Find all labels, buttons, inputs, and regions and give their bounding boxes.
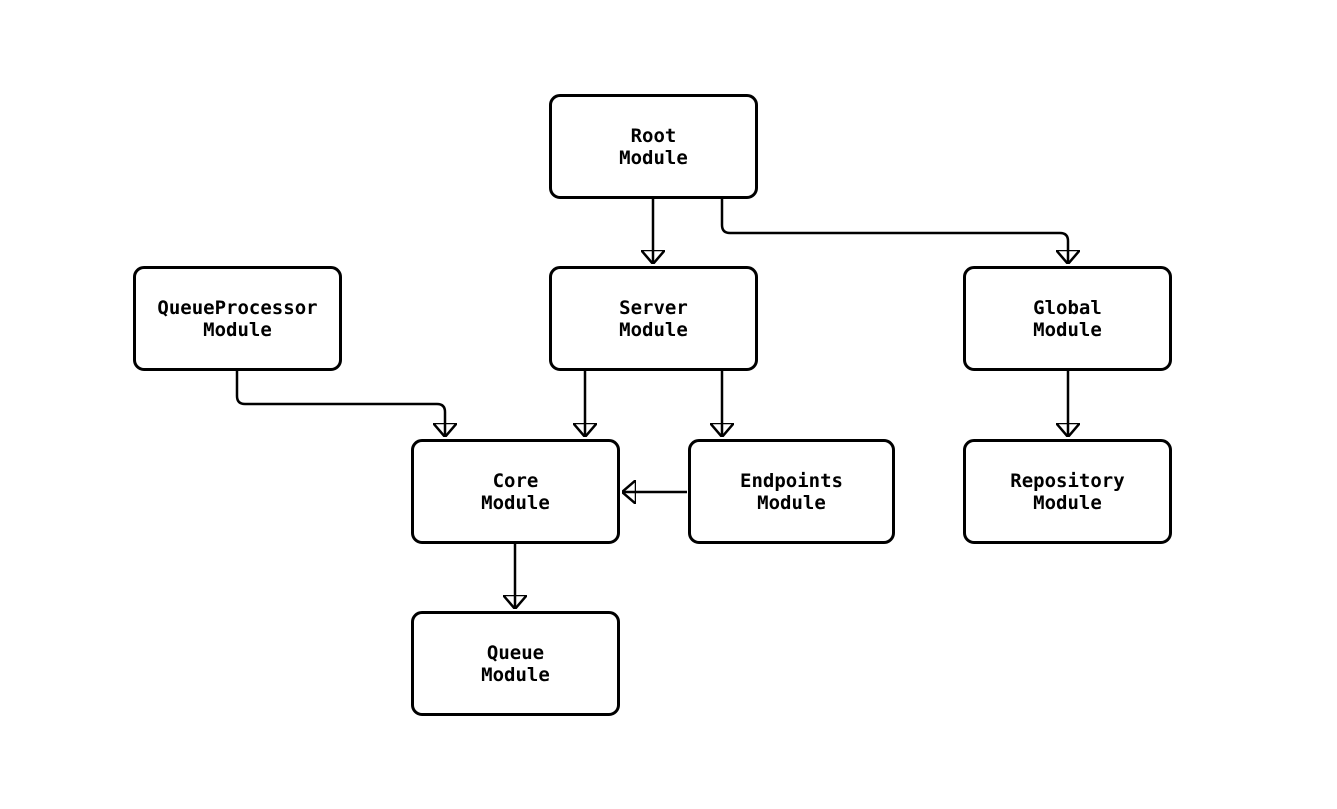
node-global-module-label: Global Module — [1033, 297, 1102, 341]
node-endpoints-module-line1: Endpoints — [740, 469, 843, 492]
node-root-module-line2: Module — [619, 146, 688, 169]
node-root-module-line1: Root — [630, 124, 677, 147]
node-global-module-line1: Global — [1033, 296, 1102, 319]
edge-queueprocessor-to-core — [235, 371, 445, 436]
node-repository-module-label: Repository Module — [1010, 470, 1124, 514]
node-repository-module: Repository Module — [963, 439, 1172, 544]
node-root-module: Root Module — [549, 94, 758, 199]
node-endpoints-module: Endpoints Module — [688, 439, 895, 544]
node-server-module-line2: Module — [619, 318, 688, 341]
node-queueprocessor-module: QueueProcessor Module — [133, 266, 342, 371]
node-endpoints-module-line2: Module — [757, 491, 826, 514]
node-core-module-label: Core Module — [481, 470, 550, 514]
node-queueprocessor-module-line1: QueueProcessor — [157, 296, 318, 319]
node-queue-module-line2: Module — [481, 663, 550, 686]
node-queue-module-line1: Queue — [486, 641, 545, 664]
edge-root-to-global — [720, 199, 1068, 263]
node-repository-module-line2: Module — [1033, 491, 1102, 514]
node-global-module-line2: Module — [1033, 318, 1102, 341]
node-core-module-line2: Module — [481, 491, 550, 514]
node-server-module-line1: Server — [619, 296, 688, 319]
node-queue-module-label: Queue Module — [481, 642, 550, 686]
node-endpoints-module-label: Endpoints Module — [740, 470, 843, 514]
node-server-module: Server Module — [549, 266, 758, 371]
node-queueprocessor-module-line2: Module — [203, 318, 272, 341]
node-core-module: Core Module — [411, 439, 620, 544]
node-queueprocessor-module-label: QueueProcessor Module — [157, 297, 317, 341]
node-repository-module-line1: Repository — [1010, 469, 1125, 492]
node-server-module-label: Server Module — [619, 297, 688, 341]
node-global-module: Global Module — [963, 266, 1172, 371]
node-queue-module: Queue Module — [411, 611, 620, 716]
node-core-module-line1: Core — [492, 469, 539, 492]
node-root-module-label: Root Module — [619, 125, 688, 169]
